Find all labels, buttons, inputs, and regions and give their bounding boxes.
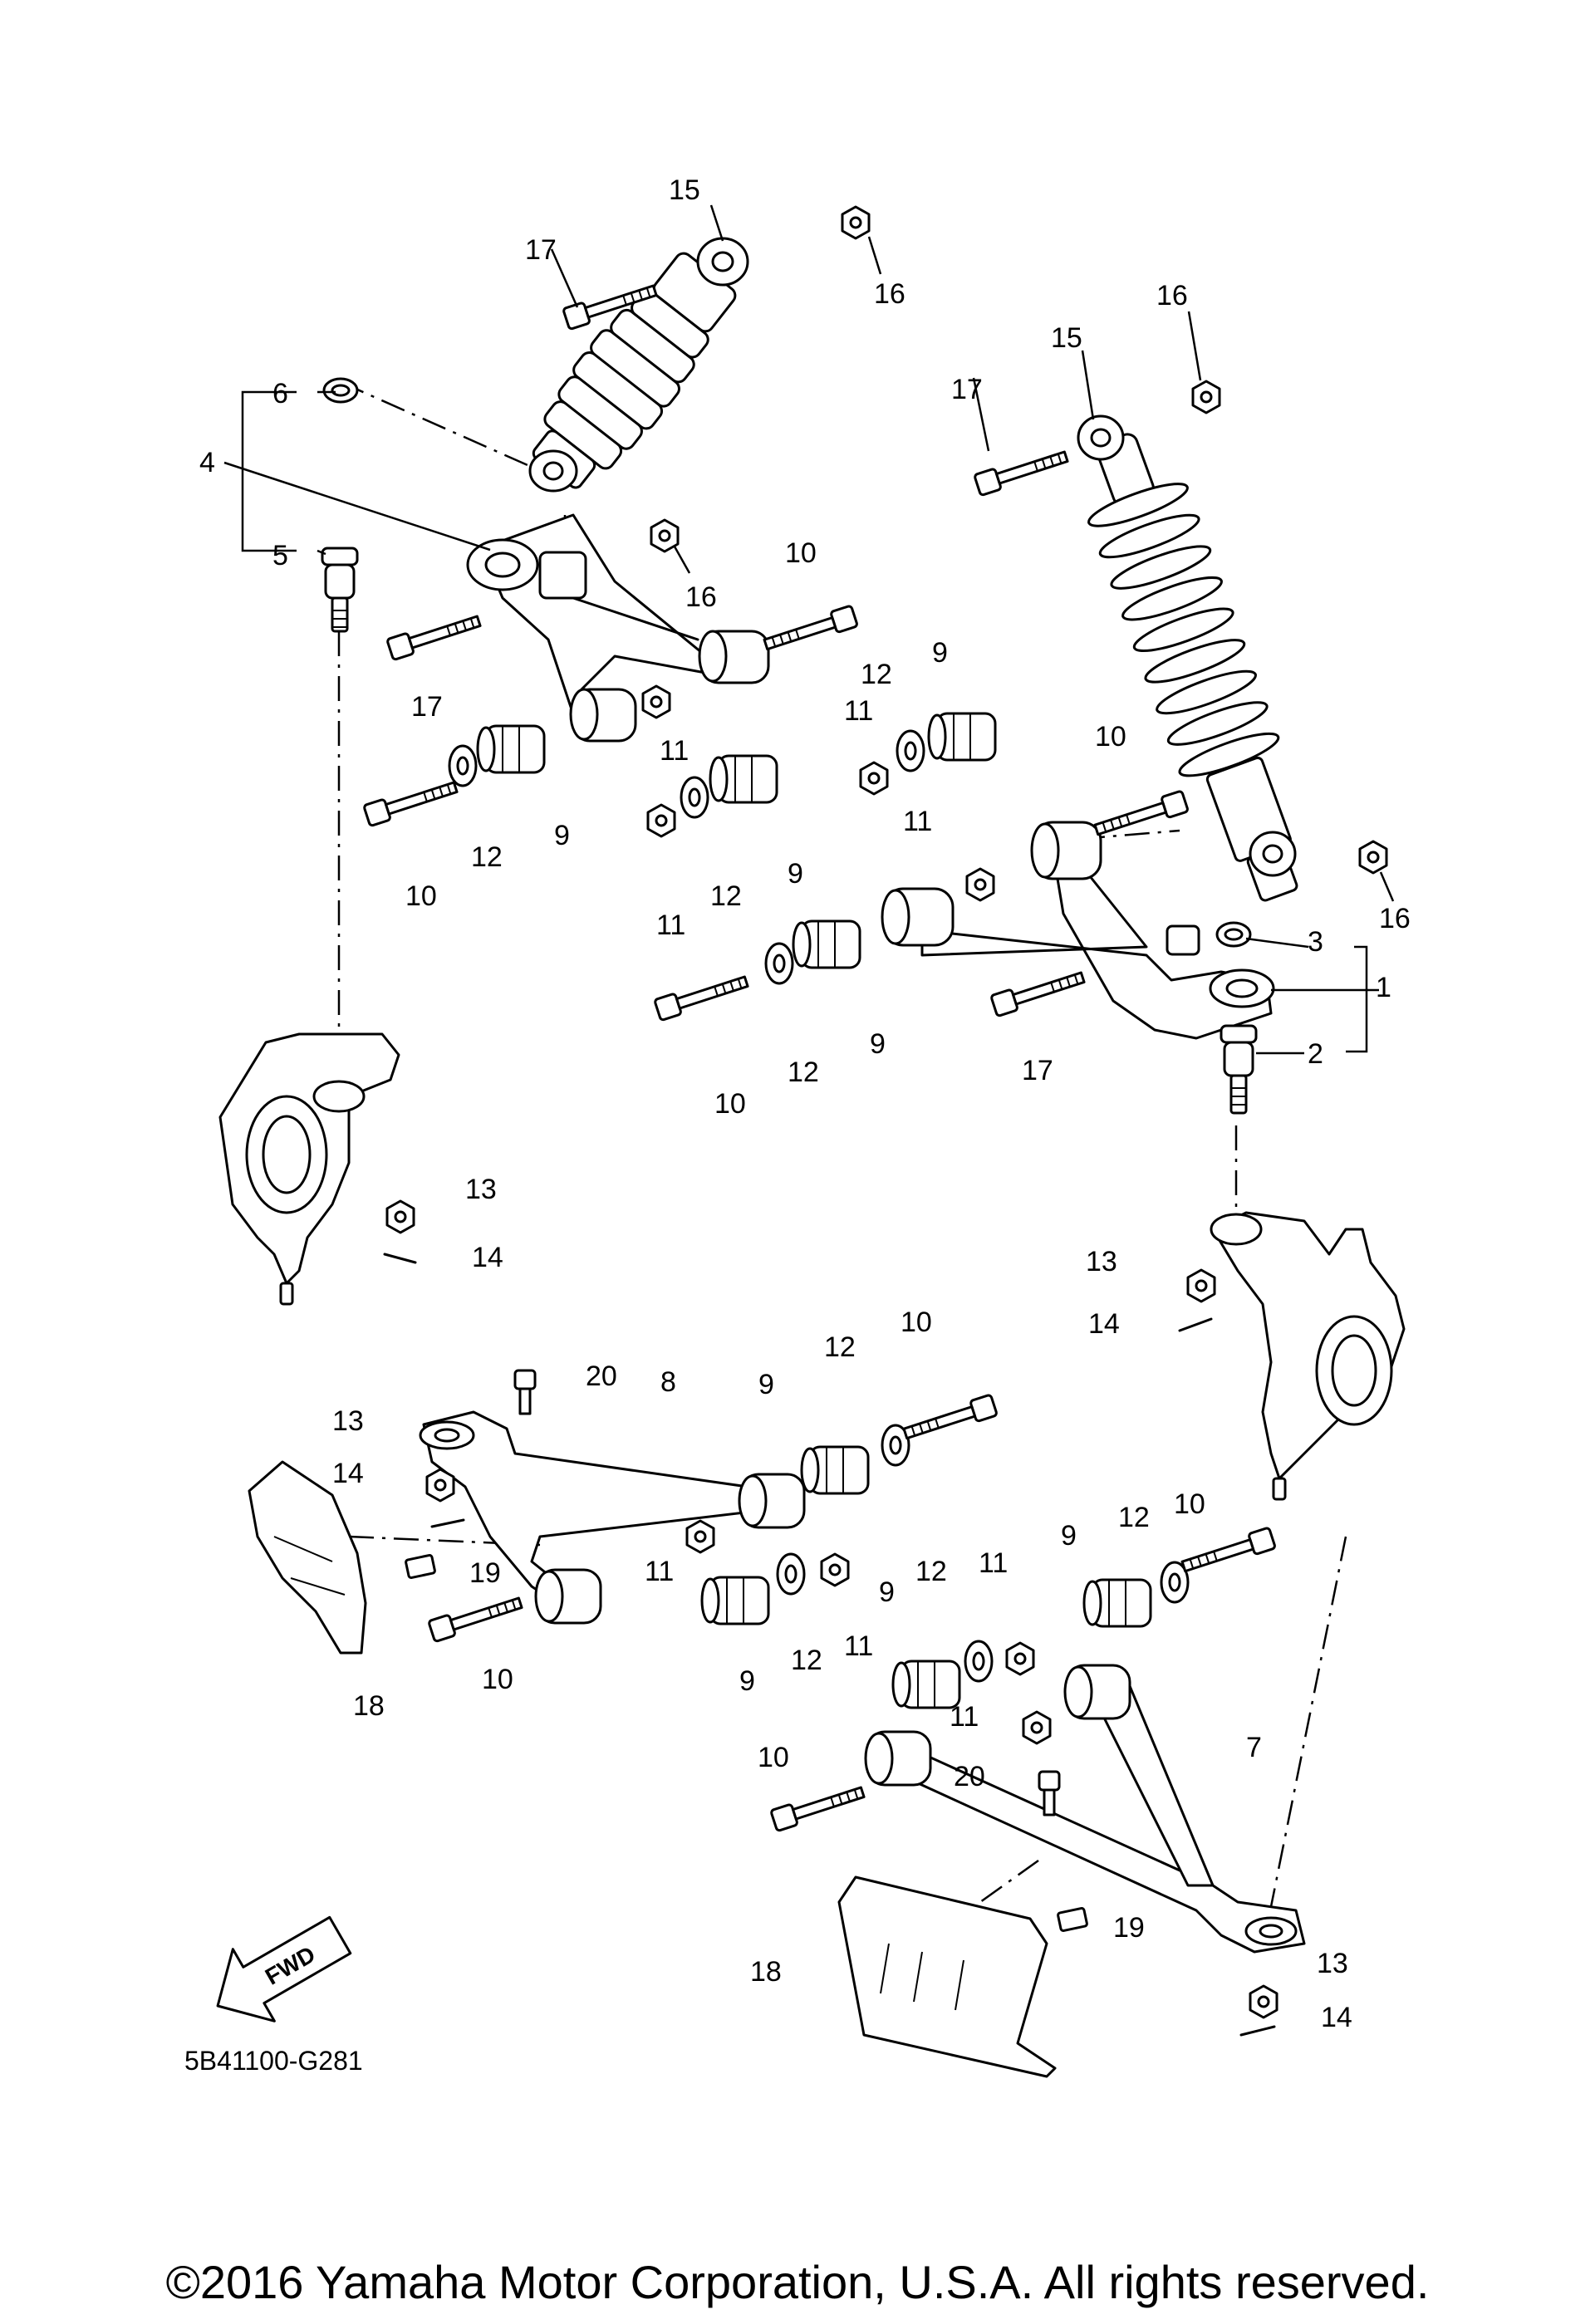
callout-10: 10 bbox=[901, 1307, 932, 1338]
forward-arrow-icon: FWD bbox=[216, 1915, 352, 2022]
callout-10: 10 bbox=[714, 1088, 746, 1120]
callout-11: 11 bbox=[979, 1547, 1008, 1579]
callout-12: 12 bbox=[788, 1057, 819, 1088]
callout-17: 17 bbox=[525, 234, 557, 266]
callout-11: 11 bbox=[844, 1630, 873, 1662]
lower-arm-left bbox=[419, 1410, 806, 1625]
callout-13: 13 bbox=[465, 1174, 497, 1205]
arm-guard-left bbox=[248, 1460, 367, 1655]
callout-14: 14 bbox=[472, 1242, 503, 1273]
callout-3: 3 bbox=[1308, 926, 1323, 958]
callout-16: 16 bbox=[685, 581, 717, 613]
callout-12: 12 bbox=[1118, 1502, 1150, 1533]
nut-set bbox=[385, 205, 1388, 2019]
circlip-left bbox=[322, 377, 359, 404]
callout-8: 8 bbox=[660, 1366, 676, 1398]
upper-arm-right bbox=[881, 821, 1275, 1040]
callout-16: 16 bbox=[1156, 280, 1188, 311]
callout-9: 9 bbox=[932, 637, 948, 669]
bushing-set bbox=[476, 712, 1152, 1709]
callout-19: 19 bbox=[1113, 1912, 1145, 1944]
callout-5: 5 bbox=[272, 540, 288, 571]
arm-guard-right bbox=[837, 1875, 1057, 2078]
callout-9: 9 bbox=[758, 1369, 774, 1400]
callout-16: 16 bbox=[1379, 903, 1411, 934]
clip-nut-set bbox=[405, 1553, 1088, 1933]
callout-1: 1 bbox=[1376, 972, 1391, 1003]
callout-17: 17 bbox=[951, 374, 983, 405]
callout-9: 9 bbox=[1061, 1520, 1077, 1552]
callout-2: 2 bbox=[1308, 1038, 1323, 1070]
upper-arm-left bbox=[466, 513, 770, 743]
callout-4: 4 bbox=[199, 447, 215, 478]
callout-17: 17 bbox=[1022, 1055, 1053, 1086]
callout-19: 19 bbox=[469, 1557, 501, 1589]
callout-17: 17 bbox=[411, 691, 443, 723]
callout-10: 10 bbox=[1095, 721, 1126, 753]
copyright-notice: ©2016 Yamaha Motor Corporation, U.S.A. A… bbox=[165, 2256, 1430, 2308]
callout-13: 13 bbox=[332, 1405, 364, 1437]
callout-20: 20 bbox=[954, 1761, 985, 1792]
bolt-set bbox=[363, 284, 1276, 1832]
callout-12: 12 bbox=[710, 880, 742, 912]
callout-11: 11 bbox=[903, 806, 932, 837]
callout-12: 12 bbox=[824, 1331, 856, 1363]
callout-14: 14 bbox=[1088, 1308, 1120, 1340]
callout-7: 7 bbox=[1246, 1732, 1262, 1763]
callout-10: 10 bbox=[1174, 1488, 1205, 1520]
callout-9: 9 bbox=[788, 858, 803, 890]
callout-9: 9 bbox=[879, 1576, 895, 1608]
diagram-part-code: 5B41100-G281 bbox=[184, 2046, 363, 2076]
callout-13: 13 bbox=[1086, 1246, 1117, 1277]
callout-14: 14 bbox=[1321, 2002, 1352, 2033]
callout-12: 12 bbox=[471, 841, 503, 873]
callout-12: 12 bbox=[915, 1556, 947, 1587]
callout-15: 15 bbox=[669, 174, 700, 206]
callout-12: 12 bbox=[791, 1645, 822, 1676]
callout-15: 15 bbox=[1051, 322, 1082, 354]
callout-labels: 1 2 3 4 5 6 7 8 9 9 9 9 9 9 9 9 10 10 10… bbox=[199, 174, 1411, 2033]
callout-13: 13 bbox=[1317, 1948, 1348, 1979]
callout-11: 11 bbox=[844, 695, 873, 727]
callout-6: 6 bbox=[272, 378, 288, 409]
callout-9: 9 bbox=[870, 1028, 886, 1060]
callout-11: 11 bbox=[660, 735, 689, 767]
callout-9: 9 bbox=[739, 1665, 755, 1697]
callout-18: 18 bbox=[353, 1690, 385, 1722]
callout-16: 16 bbox=[874, 278, 905, 310]
steering-knuckle-right bbox=[1210, 1211, 1406, 1501]
leader-lines bbox=[223, 204, 1395, 1055]
callout-10: 10 bbox=[405, 880, 437, 912]
small-bolt-set bbox=[513, 1369, 1061, 1817]
callout-12: 12 bbox=[861, 659, 892, 690]
callout-11: 11 bbox=[950, 1701, 979, 1733]
callout-10: 10 bbox=[785, 537, 817, 569]
callout-14: 14 bbox=[332, 1458, 364, 1489]
shock-absorber-right bbox=[1077, 414, 1298, 902]
ball-joint-left bbox=[321, 547, 359, 633]
callout-18: 18 bbox=[750, 1956, 782, 1988]
callout-9: 9 bbox=[554, 820, 570, 851]
washer-set bbox=[448, 729, 1190, 1683]
cotter-pin-set bbox=[383, 1253, 1276, 2037]
ball-joint-right bbox=[1220, 1024, 1258, 1115]
callout-11: 11 bbox=[645, 1556, 674, 1587]
steering-knuckle-left bbox=[218, 1032, 400, 1306]
callout-20: 20 bbox=[586, 1361, 617, 1392]
lower-arm-right bbox=[864, 1664, 1306, 1954]
callout-11: 11 bbox=[656, 909, 685, 941]
callout-10: 10 bbox=[482, 1664, 513, 1695]
shock-absorber-left bbox=[528, 237, 749, 493]
circlip-right bbox=[1215, 921, 1252, 948]
callout-10: 10 bbox=[758, 1742, 789, 1773]
